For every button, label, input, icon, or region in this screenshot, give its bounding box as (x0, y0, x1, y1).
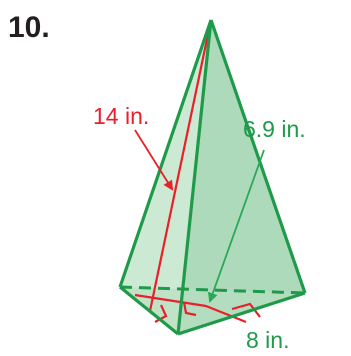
edge-base-front-left (118, 285, 180, 336)
hidden-base-edge (119, 285, 306, 295)
centroid-to-left-edge (134, 293, 207, 308)
right-face (178, 20, 305, 334)
apothem-right-angle-mark (231, 302, 261, 318)
slant-height-arrow (134, 129, 174, 191)
interior-right-angle-mark (182, 301, 197, 317)
pyramid-edges (118, 19, 307, 336)
edge-apex-right (209, 19, 307, 294)
edge-apex-front (176, 19, 213, 335)
slant-height-line (148, 19, 213, 312)
edge-base-front-right (177, 291, 306, 336)
apothem-line (205, 304, 247, 324)
slant-height-label: 14 in. (93, 103, 149, 129)
apothem-arrow (207, 149, 265, 303)
apothem-label: 6.9 in. (243, 116, 306, 142)
problem-number: 10. (8, 11, 50, 44)
base-edge-label: 8 in. (246, 327, 289, 353)
edge-apex-left (118, 19, 213, 288)
